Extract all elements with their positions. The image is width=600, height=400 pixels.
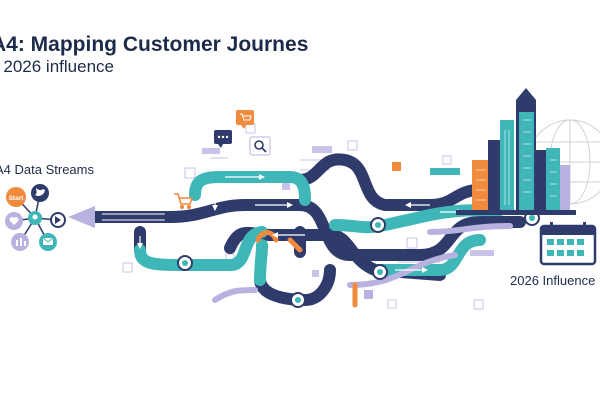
chat-bubble-icon [214, 130, 232, 148]
chart-icon [11, 233, 29, 251]
search-bubble-icon [249, 136, 271, 156]
pin-icon [28, 211, 42, 225]
shopping-cart-icon [174, 193, 194, 210]
background-squares [122, 123, 494, 310]
lavender-journey-paths [212, 223, 513, 303]
page-title: A4: Mapping Customer Journes [0, 33, 309, 56]
calendar-icon [539, 222, 597, 266]
page-subtitle: r 2026 influence [0, 57, 114, 76]
cart-bubble-icon [236, 110, 254, 129]
influence-label: 2026 Influence [510, 273, 596, 288]
heart-icon [5, 212, 23, 230]
checkpoint-nodes [177, 210, 540, 308]
channel-hub: Start [5, 184, 66, 251]
mail-icon [39, 233, 57, 251]
main-arrow [68, 206, 174, 228]
start-badge: Start [6, 187, 26, 207]
start-badge-label: Start [9, 195, 25, 202]
flag-icon [50, 212, 66, 228]
flow-arrows [137, 174, 463, 273]
data-streams-label: A4 Data Streams [0, 162, 94, 177]
twitter-icon [31, 184, 49, 202]
city-skyline [456, 88, 576, 215]
